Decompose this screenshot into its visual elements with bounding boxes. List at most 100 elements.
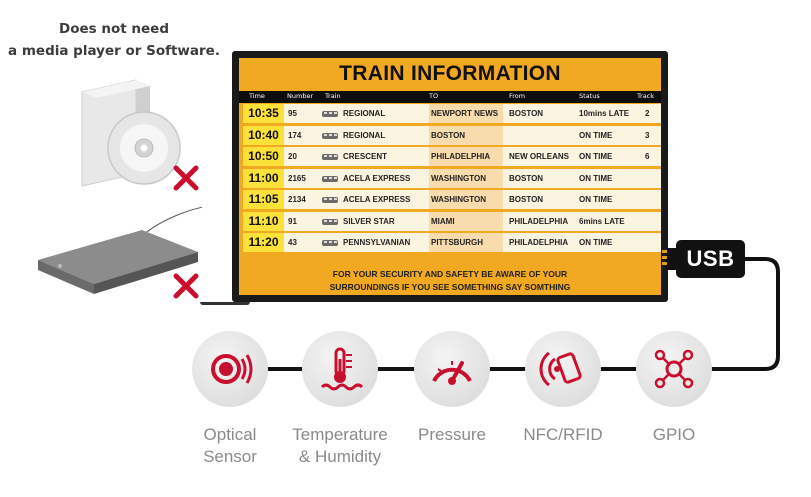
sensor-label-line-1: NFC/RFID xyxy=(523,425,603,444)
cell-to: MIAMI xyxy=(429,211,503,231)
col-header: Track xyxy=(637,92,655,100)
sensor-label-line-2: & Humidity xyxy=(298,447,382,466)
sensor-badge xyxy=(636,331,712,407)
board-header: Time Number Train TO From Status Track xyxy=(239,91,661,103)
sensor-badge xyxy=(414,331,490,407)
display-stand xyxy=(200,302,250,305)
temperature-humidity-icon xyxy=(320,347,364,391)
nfc-rfid-icon xyxy=(539,351,582,387)
cell-number: 2134 xyxy=(288,195,306,204)
sensor-label: GPIO xyxy=(614,424,734,446)
sensor-label-line-1: GPIO xyxy=(652,425,696,444)
cell-number: 43 xyxy=(288,238,297,247)
cell-from: BOSTON xyxy=(509,173,544,183)
departure-time: 11:20 xyxy=(243,233,284,252)
train-icon xyxy=(322,240,338,246)
cell-from: BOSTON xyxy=(509,195,544,204)
cell-number: 174 xyxy=(288,130,302,140)
usb-pin xyxy=(662,262,667,265)
sensor-badge xyxy=(302,331,378,407)
cell-from: PHILADELPHIA xyxy=(509,238,569,247)
signage-display: TRAIN INFORMATION Time Number Train TO F… xyxy=(232,51,668,302)
sensor-label-line-1: Temperature xyxy=(292,425,388,444)
train-icon xyxy=(322,132,338,139)
cell-from: NEW ORLEANS xyxy=(509,152,569,161)
cell-track: 3 xyxy=(645,130,650,140)
departure-time: 10:40 xyxy=(243,125,284,145)
train-icon xyxy=(322,197,338,203)
cell-to: WASHINGTON xyxy=(429,168,503,188)
sensor-label: Temperature & Humidity xyxy=(280,424,400,468)
sensor-label-line-2: Sensor xyxy=(203,447,257,466)
cell-to: WASHINGTON xyxy=(429,190,503,209)
safety-message-line-1: FOR YOUR SECURITY AND SAFETY BE AWARE OF… xyxy=(332,269,568,279)
cell-to: PITTSBURGH xyxy=(429,233,503,252)
display-screen: TRAIN INFORMATION Time Number Train TO F… xyxy=(239,58,661,295)
cell-from: BOSTON xyxy=(509,109,544,118)
col-header: Status xyxy=(579,92,600,100)
usb-plug xyxy=(666,248,678,270)
cell-number: 95 xyxy=(288,109,297,118)
col-header: Number xyxy=(287,92,314,100)
board-title: TRAIN INFORMATION xyxy=(339,62,561,85)
cell-status: ON TIME xyxy=(579,195,613,204)
sensor-label: Pressure xyxy=(392,424,512,446)
cell-train: CRESCENT xyxy=(343,152,388,161)
cell-status: ON TIME xyxy=(579,130,613,140)
table-row: 10:35 95 REGIONAL NEWPORT NEWS BOSTON 10mins … xyxy=(243,104,661,123)
no-player-caption: Does not need a media player or Software… xyxy=(8,18,220,62)
gpio-icon xyxy=(654,349,694,389)
cell-train: REGIONAL xyxy=(343,130,386,140)
not-needed-x-icon xyxy=(173,165,199,191)
sensor-badge xyxy=(192,331,268,407)
caption-line-1: Does not need xyxy=(59,21,169,37)
cell-number: 20 xyxy=(288,152,297,161)
cell-status: ON TIME xyxy=(579,152,613,161)
safety-message-line-2: SURROUNDINGS IF YOU SEE SOMETHING SAY SO… xyxy=(329,282,571,292)
col-header: From xyxy=(509,92,526,100)
col-header: Time xyxy=(249,92,265,100)
not-needed-x-icon xyxy=(173,273,199,299)
caption-line-2: a media player or Software. xyxy=(8,43,220,59)
cell-from: PHILADELPHIA xyxy=(509,216,569,226)
train-icon xyxy=(322,154,338,160)
cell-status: ON TIME xyxy=(579,173,613,183)
cell-train: PENNSYLVANIAN xyxy=(343,238,411,247)
col-header: Train xyxy=(325,92,341,100)
train-icon xyxy=(322,218,338,225)
cell-status: 10mins LATE xyxy=(579,109,630,118)
train-icon xyxy=(322,175,338,182)
sensor-label: NFC/RFID xyxy=(503,424,623,446)
usb-label: USB xyxy=(676,240,745,278)
cell-train: ACELA EXPRESS xyxy=(343,195,411,204)
table-row: 11:20 43 PENNSYLVANIAN PITTSBURGH PHILADELPH… xyxy=(243,233,661,252)
usb-pin xyxy=(662,256,667,259)
cell-to: PHILADELPHIA xyxy=(429,147,503,166)
cell-track: 6 xyxy=(645,152,650,161)
cell-status: ON TIME xyxy=(579,238,613,247)
safety-message: FOR YOUR SECURITY AND SAFETY BE AWARE OF… xyxy=(239,268,661,294)
cell-number: 91 xyxy=(288,216,297,226)
software-box-image xyxy=(74,78,184,190)
cell-to: NEWPORT NEWS xyxy=(429,104,503,123)
departure-time: 11:10 xyxy=(243,211,284,231)
sensor-badge xyxy=(525,331,601,407)
col-header: TO xyxy=(429,92,439,100)
departure-time: 10:50 xyxy=(243,147,284,166)
departure-time: 10:35 xyxy=(243,104,284,123)
cell-train: REGIONAL xyxy=(343,109,386,118)
train-icon xyxy=(322,111,338,117)
cell-train: ACELA EXPRESS xyxy=(343,173,411,183)
sensor-label-line-1: Pressure xyxy=(417,425,487,444)
cell-track: 2 xyxy=(645,109,650,118)
cell-number: 2165 xyxy=(288,173,306,183)
cell-status: 6mins LATE xyxy=(579,216,625,226)
media-player-image xyxy=(32,200,218,300)
table-row: 10:50 20 CRESCENT PHILADELPHIA NEW ORLEANS ON… xyxy=(243,147,661,166)
